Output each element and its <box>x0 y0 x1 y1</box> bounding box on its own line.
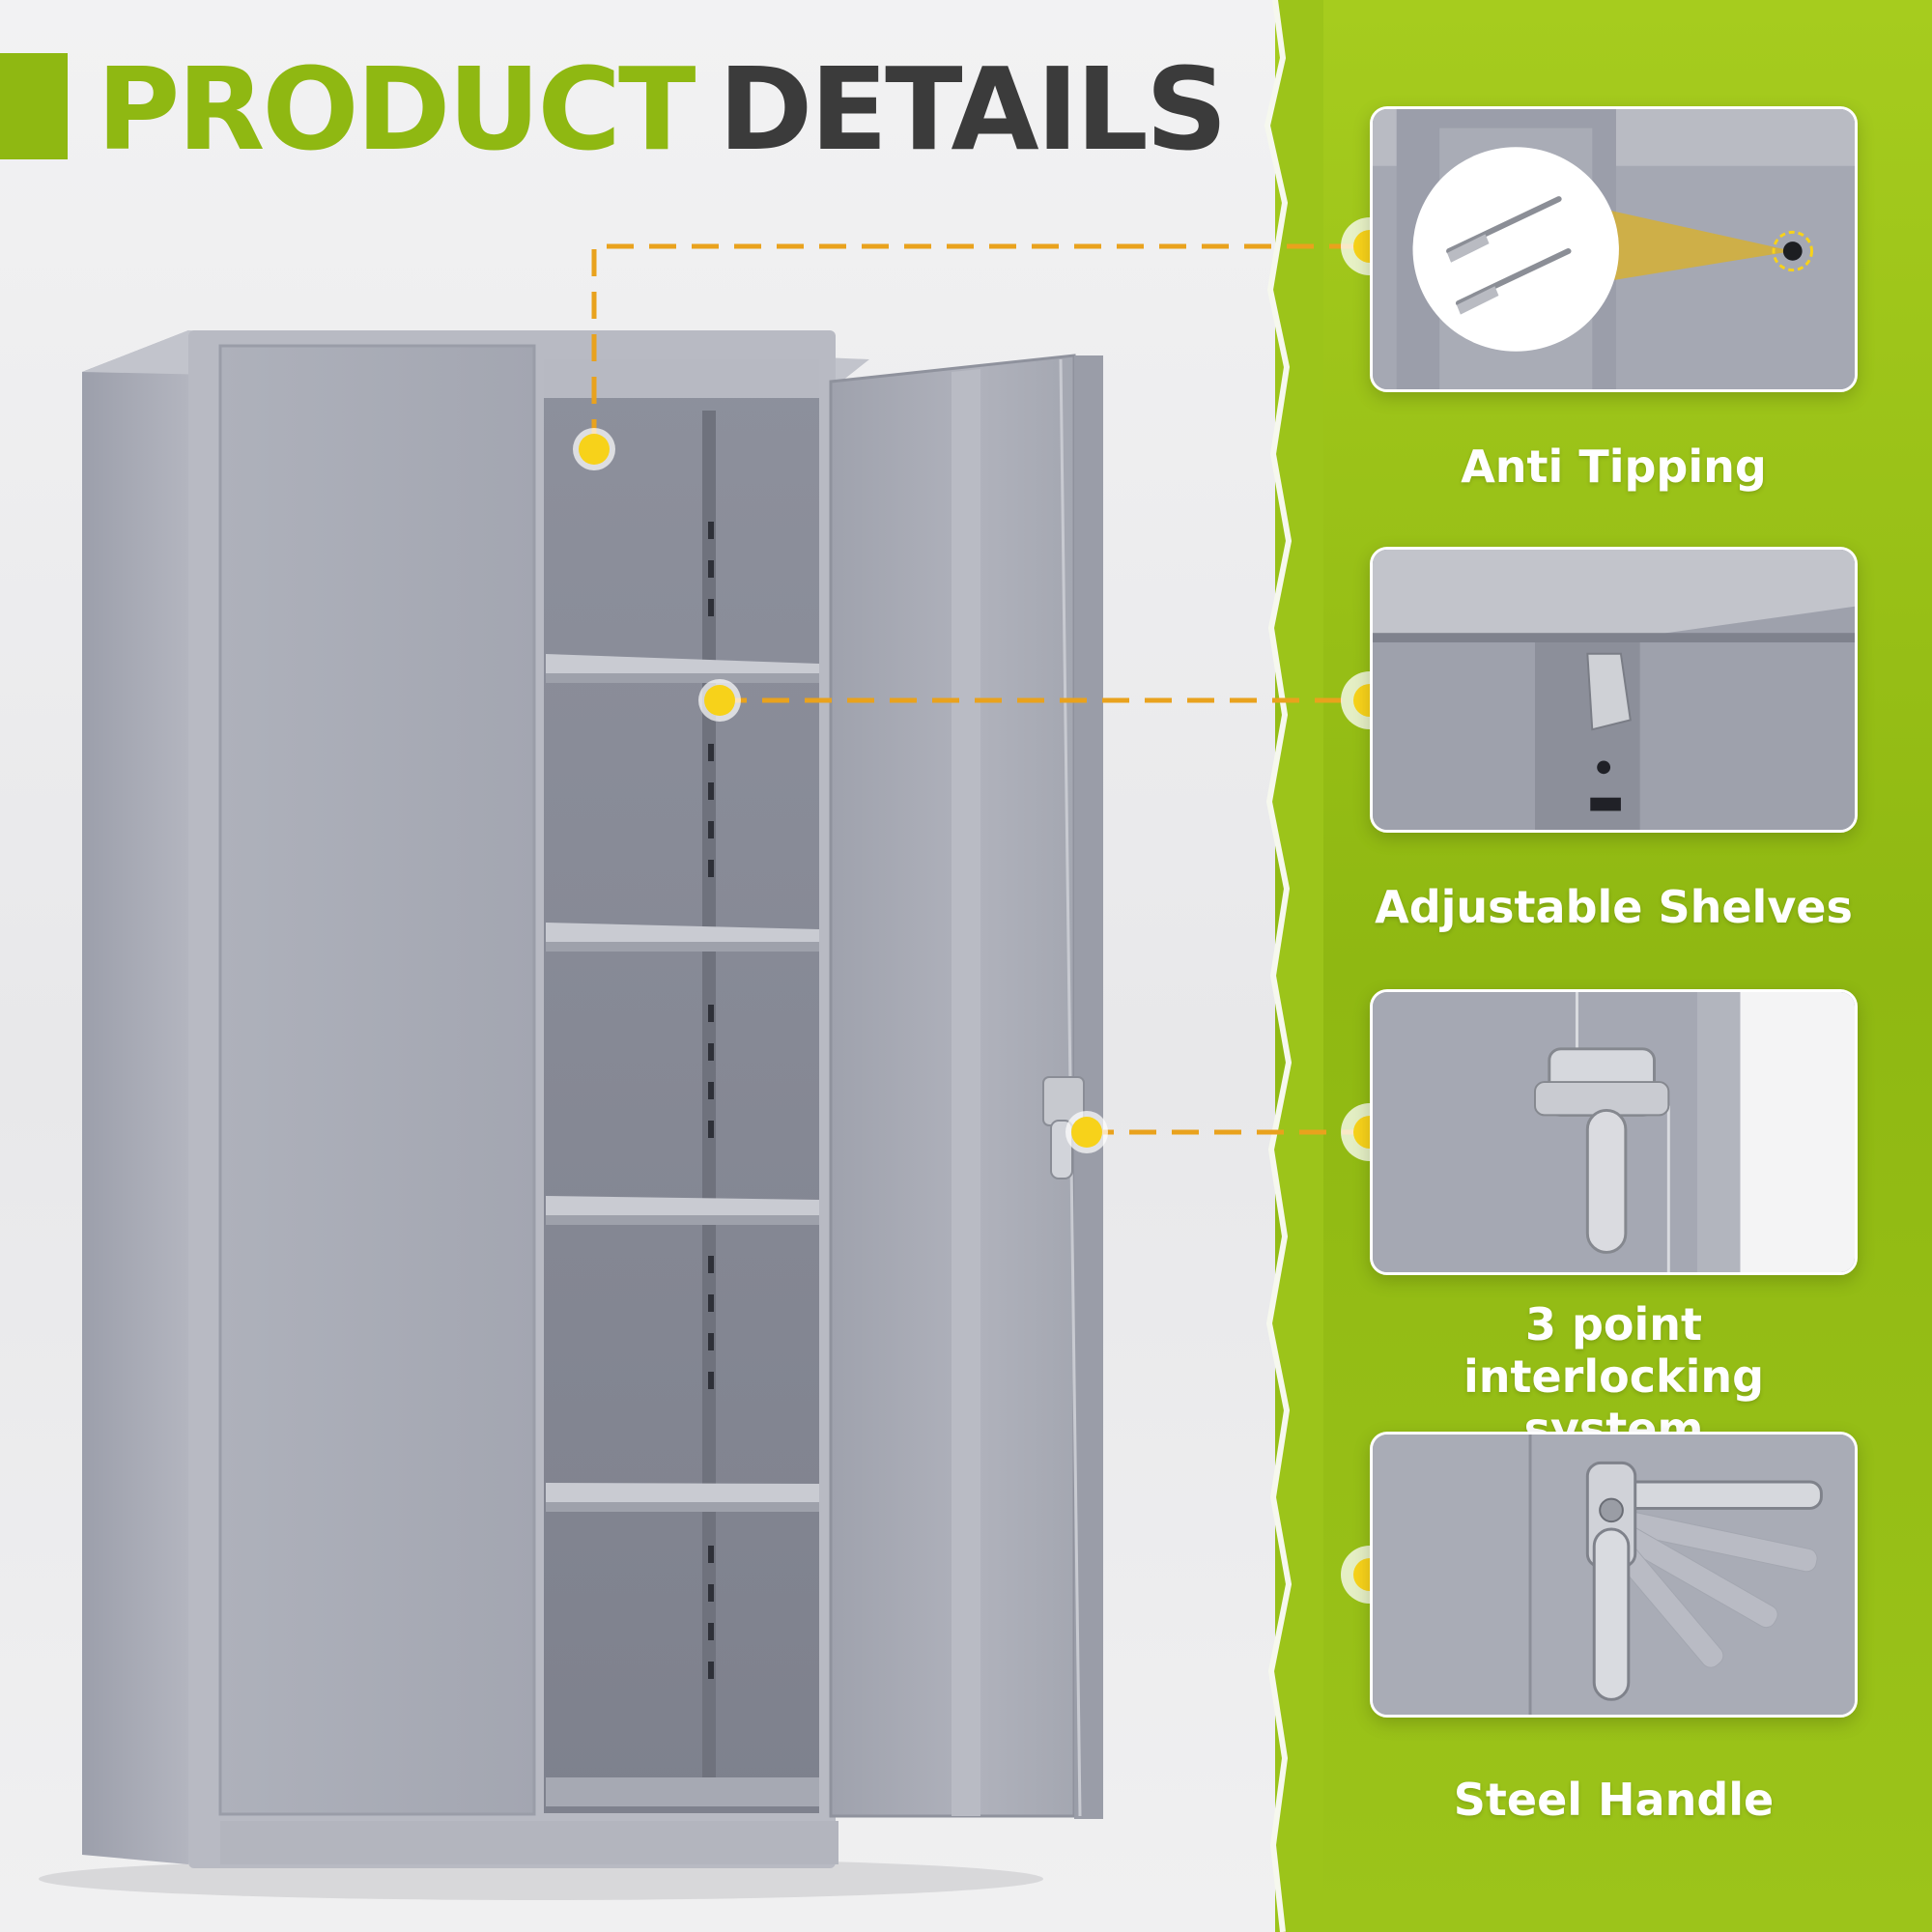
title-accent-bar <box>0 53 68 159</box>
feature-label-adjustable-shelves: Adjustable Shelves <box>1375 881 1853 933</box>
feature-card-steel-handle <box>1370 1432 1858 1718</box>
anti-tipping-image <box>1373 109 1855 389</box>
steel-handle-image <box>1373 1435 1855 1715</box>
cabinet-side-panel <box>82 330 188 1864</box>
title-word-product: PRODUCT <box>97 43 696 176</box>
cabinet-shelves <box>546 654 819 1806</box>
title-word-details: DETAILS <box>718 43 1228 176</box>
cabinet-interior <box>544 359 819 1813</box>
feature-label-steel-handle: Steel Handle <box>1453 1774 1775 1826</box>
feature-card-adjustable-shelves <box>1370 547 1858 833</box>
feature-label-anti-tipping: Anti Tipping <box>1461 440 1767 493</box>
adjustable-shelves-image <box>1373 550 1855 830</box>
feature-card-anti-tipping <box>1370 106 1858 392</box>
feature-card-interlocking-system <box>1370 989 1858 1275</box>
cabinet-left-door <box>218 344 536 1816</box>
interlocking-system-image <box>1373 992 1855 1272</box>
cabinet-illustration <box>39 330 1103 1900</box>
torn-paper-edge <box>1264 0 1323 1932</box>
